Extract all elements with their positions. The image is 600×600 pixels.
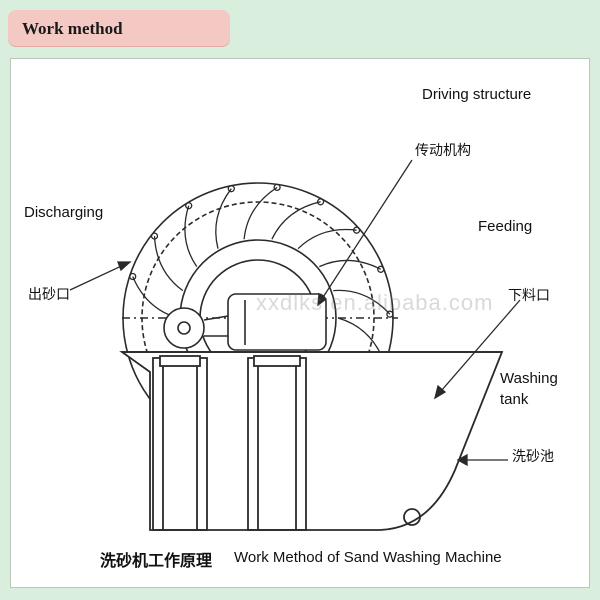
bucket-blade xyxy=(297,228,357,250)
bucket-tip xyxy=(352,226,361,234)
watermark: xxdlks.en.alibaba.com xyxy=(256,290,494,315)
washing-tank xyxy=(119,351,504,531)
label-washing-tank-cn: 洗砂池 xyxy=(512,449,554,465)
bucket-blade xyxy=(215,188,232,249)
left-support-cap xyxy=(159,355,201,367)
bucket-tip xyxy=(377,265,385,273)
label-driving-structure-cn: 传动机构 xyxy=(415,143,471,159)
bucket-tip xyxy=(227,185,235,193)
caption-en: Work Method of Sand Washing Machine xyxy=(234,549,502,566)
drive-shaft xyxy=(122,293,398,351)
tank-outline xyxy=(119,351,504,531)
section-title: Work method xyxy=(22,19,123,38)
bucket-blade xyxy=(243,186,278,240)
arrow-feeding xyxy=(434,299,521,399)
drain-outlet xyxy=(403,508,421,526)
bucket-tip xyxy=(273,183,281,192)
motor-pulley-center xyxy=(177,321,191,335)
label-driving-structure: Driving structure xyxy=(422,86,532,103)
label-washing-tank-2: tank xyxy=(500,391,529,408)
bucket-tip xyxy=(386,310,394,318)
bucket-tip xyxy=(185,202,193,210)
bucket-blade xyxy=(333,289,391,315)
arrow-driving xyxy=(317,159,413,306)
reducer-box xyxy=(227,293,327,351)
pointer-arrows xyxy=(69,159,521,467)
bucket-tip xyxy=(316,198,325,206)
bucket-blade xyxy=(271,201,321,240)
label-feeding-cn: 下料口 xyxy=(508,288,550,304)
label-feeding: Feeding xyxy=(478,218,533,235)
bucket-blade xyxy=(184,205,198,267)
label-washing-tank: Washing xyxy=(500,370,558,387)
bucket-blade xyxy=(153,236,184,292)
label-discharging: Discharging xyxy=(24,204,104,221)
header-tab: Work method xyxy=(8,10,230,46)
right-support-cap xyxy=(253,355,301,367)
bucket-blade xyxy=(319,259,381,270)
bucket-tip xyxy=(129,272,137,281)
bucket-tip xyxy=(150,232,159,240)
caption-cn: 洗砂机工作原理 xyxy=(100,551,213,570)
label-discharging-cn: 出砂口 xyxy=(28,287,70,303)
